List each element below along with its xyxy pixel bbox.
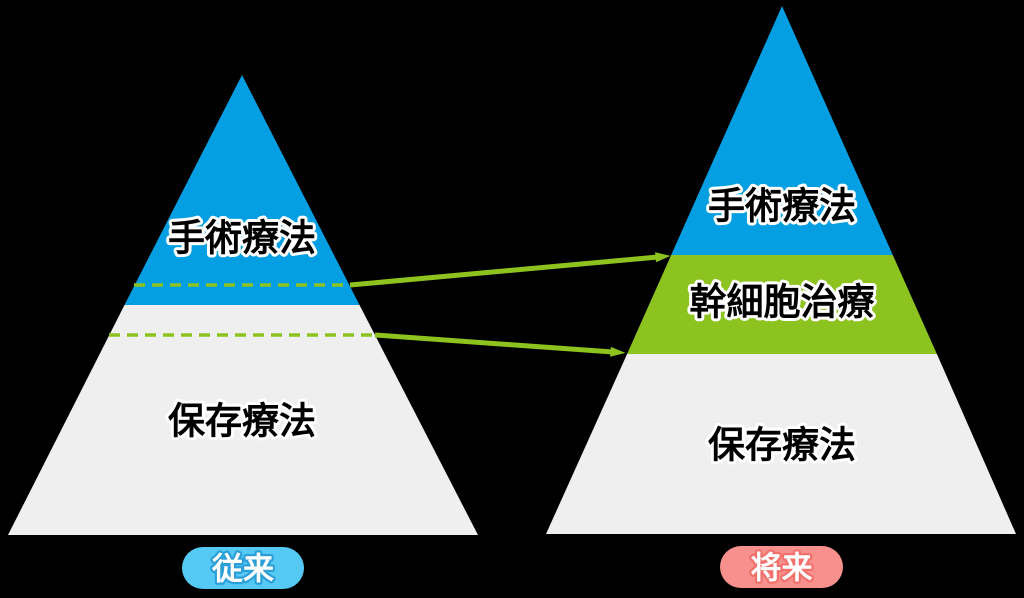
left-conservative-label: 保存療法 [168, 401, 316, 442]
upper-mapping-arrow [349, 252, 671, 288]
conventional-pill [182, 547, 304, 589]
right-pyramid: 手術療法 幹細胞治療 保存療法 将来 [546, 6, 1016, 588]
future-pill [720, 546, 843, 588]
mapping-arrows [349, 252, 671, 357]
right-stem-cell-label: 幹細胞治療 [690, 281, 875, 323]
left-pyramid: 手術療法 保存療法 従来 [8, 75, 478, 589]
lower-mapping-arrow [374, 332, 626, 357]
conventional-pill-label: 従来 [211, 552, 274, 587]
right-pyramid-stem-cell-section [627, 255, 937, 354]
future-pill-label: 将来 [751, 551, 813, 586]
right-pyramid-surgical-section [671, 6, 893, 255]
left-pyramid-surgical-section [124, 75, 360, 305]
right-pyramid-conservative-section [546, 354, 1016, 534]
left-surgical-label: 手術療法 [168, 218, 316, 259]
left-pyramid-conservative-section [8, 305, 478, 535]
right-conservative-label: 保存療法 [708, 425, 856, 466]
right-surgical-label: 手術療法 [708, 186, 856, 227]
